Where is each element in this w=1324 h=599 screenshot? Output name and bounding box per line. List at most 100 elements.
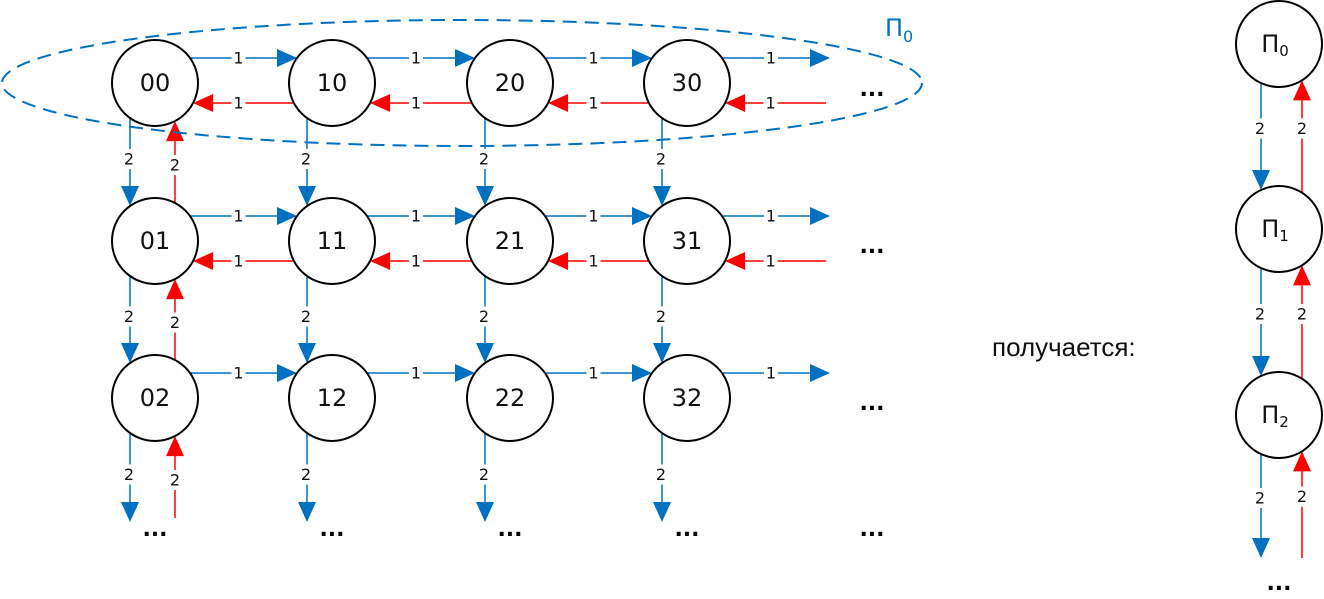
down-arrowhead-icon [653,502,671,522]
forward-edge-label: 1 [766,364,776,383]
state-node-label: 11 [317,227,348,255]
backward-edge-label: 1 [411,94,421,113]
state-node-label: 22 [495,384,526,412]
down-arrowhead-icon [653,186,671,207]
down-edge-label-bg [122,306,136,327]
state-node-circle [643,39,731,127]
state-node-label: 00 [140,69,171,97]
state-node-label: 31 [672,227,703,255]
backward-edge-label-bg [231,251,246,271]
down-arrowhead-icon [476,186,494,207]
row-ellipsis: ... [859,77,884,102]
column-ellipsis: ... [319,517,344,542]
row-ellipsis: ... [859,234,884,259]
forward-arrowhead-icon [277,364,298,382]
forward-edge-label-bg [409,363,423,383]
down-edge-label: 2 [656,465,666,484]
state-node-label: 01 [140,227,171,255]
chain-up-edge-label-bg [1295,118,1309,139]
group-p0-ellipse [1,19,923,147]
state-node-label: 32 [672,384,703,412]
backward-edge-label: 1 [233,94,243,113]
chain-down-edge-label-bg [1253,488,1267,509]
chain-node-label-main: П [1261,215,1279,243]
state-node-22: 22 [466,354,554,442]
chain-node-label-sub: 1 [1279,227,1289,245]
chain-down-edge-label: 2 [1255,305,1265,324]
down-edge-label-bg [654,306,668,327]
chain-node-circle [1235,0,1323,88]
forward-arrowhead-icon [455,207,476,225]
chain-node-circle [1235,371,1323,459]
down-arrowhead-icon [298,502,316,522]
state-node-31: 31 [643,197,731,285]
forward-edge-label: 1 [411,207,421,226]
up-edge-label: 2 [170,156,180,175]
state-node-label: 10 [317,69,348,97]
forward-edge-label-bg [586,48,601,68]
forward-edge-label: 1 [411,364,421,383]
backward-arrowhead-icon [548,94,569,112]
chain-down-edge-label-bg [1253,304,1267,324]
forward-arrowhead-icon [455,364,476,382]
backward-edge-label: 1 [233,252,243,271]
backward-edge-label-bg [231,93,246,113]
state-node-01: 01 [111,197,199,285]
forward-edge-label: 1 [233,207,243,226]
down-edge-label-bg [122,149,136,169]
forward-edge-label: 1 [766,49,776,68]
state-node-circle [288,39,376,127]
down-edge-label-bg [654,464,668,485]
chain-up-arrowhead-icon [1293,451,1311,472]
backward-edge-label-bg [763,251,778,271]
forward-edge-label: 1 [588,207,598,226]
chain-ellipsis: ... [1266,571,1291,596]
forward-edge-label: 1 [766,207,776,226]
down-edge-label-bg [299,464,313,485]
chain-node-p0: П0 [1235,0,1323,88]
chain-up-edge-label: 2 [1297,305,1307,324]
forward-arrowhead-icon [455,49,476,67]
up-edge-label-bg [168,470,182,491]
forward-arrowhead-icon [632,49,653,67]
group-p0-label-main: П [885,14,903,42]
edges-layer [121,49,830,522]
state-node-30: 30 [643,39,731,127]
up-edge-label: 2 [170,313,180,332]
backward-arrowhead-icon [725,252,746,270]
state-node-circle [466,354,554,442]
chain-node-circle [1235,185,1323,273]
down-arrowhead-icon [476,343,494,364]
up-arrowhead-icon [166,436,184,457]
up-edge-label: 2 [170,471,180,490]
state-node-circle [643,197,731,285]
forward-arrowhead-icon [810,49,830,67]
down-edge-label: 2 [479,465,489,484]
backward-arrowhead-icon [370,94,391,112]
chain-down-edge-label-bg [1253,118,1267,139]
chain-node-label-sub: 2 [1279,413,1289,431]
state-node-32: 32 [643,354,731,442]
forward-edge-label-bg [586,206,601,226]
forward-arrowhead-icon [632,364,653,382]
forward-arrowhead-icon [810,364,830,382]
down-edge-label: 2 [124,465,134,484]
forward-edge-label-bg [231,48,246,68]
down-edge-label-bg [654,149,668,169]
group-p0-outline: П0 [1,14,923,147]
chain-node-label-main: П [1261,401,1279,429]
forward-edge-label-bg [409,206,423,226]
up-edge-label-bg [168,312,182,333]
backward-arrowhead-icon [193,94,214,112]
chain-up-edge-label-bg [1295,486,1309,507]
down-edge-label-bg [477,464,491,485]
down-edge-label: 2 [124,150,134,169]
down-edge-label: 2 [656,307,666,326]
up-arrowhead-icon [166,279,184,300]
down-edge-label: 2 [301,307,311,326]
column-ellipsis: ... [497,517,522,542]
down-edge-label: 2 [301,465,311,484]
chain-down-edge-label: 2 [1255,489,1265,508]
state-node-label: 20 [495,69,526,97]
